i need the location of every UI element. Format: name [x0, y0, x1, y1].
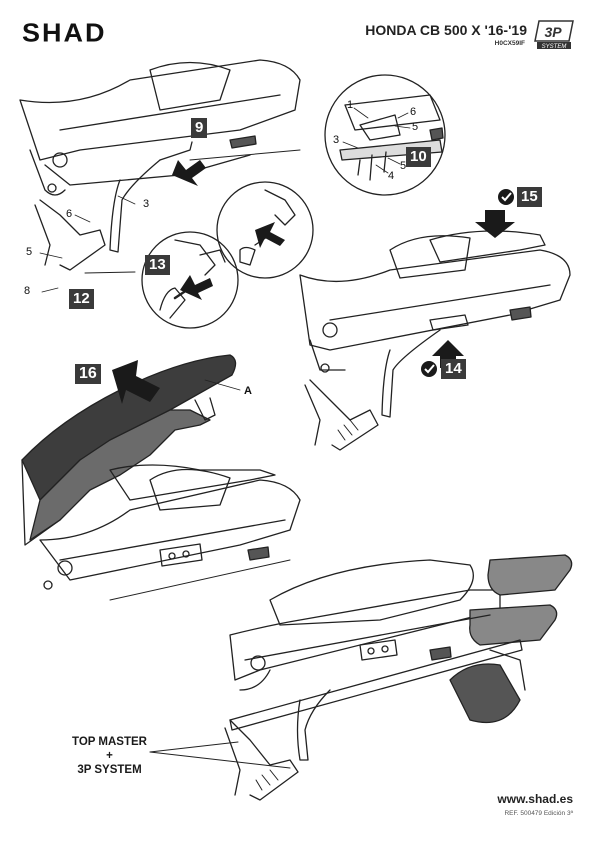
step-10-label: 10: [406, 147, 431, 167]
arrow-down-icon: [112, 360, 160, 404]
callout-line-2: +: [106, 750, 113, 762]
shad-logo: SHAD: [22, 18, 107, 48]
step-9-label: 9: [191, 118, 208, 138]
arrow-up-icon: [172, 160, 206, 186]
direction-arrows: [112, 160, 515, 404]
part-number-3b: 3: [333, 134, 340, 146]
top-master-callout: TOP MASTER + 3P SYSTEM: [62, 735, 157, 777]
step-12-label: 12: [69, 289, 94, 309]
part-number-1: 1: [347, 99, 354, 111]
check-icon: [421, 361, 437, 377]
illustration-step-16: [21, 354, 237, 546]
arrow-up-icon: [180, 275, 213, 300]
model-code: H0CX59IF: [494, 40, 525, 47]
step-14-label: 14: [441, 359, 466, 379]
website-link[interactable]: www.shad.es: [497, 792, 573, 806]
arrow-down-icon: [475, 210, 515, 238]
step-16-label: 16: [75, 364, 101, 384]
part-number-5: 5: [26, 246, 33, 258]
part-number-8: 8: [24, 285, 31, 297]
step-15-label: 15: [517, 187, 542, 207]
illustration-step-9: [19, 59, 301, 274]
callout-leader-2: [149, 751, 291, 769]
3p-system-badge-icon: 3P SYSTEM: [534, 20, 574, 50]
callout-leader-1: [149, 741, 239, 753]
reference-text: REF. 500479 Edición 3ª: [504, 810, 573, 817]
illustration-step-14-15: [299, 230, 571, 451]
part-number-6: 6: [66, 208, 73, 220]
model-title: HONDA CB 500 X '16-'19: [365, 22, 527, 38]
callout-line-3: 3P SYSTEM: [77, 764, 142, 776]
illustration-installed: [39, 464, 301, 601]
step-13-label: 13: [145, 255, 170, 275]
part-number-5b: 5: [412, 121, 419, 133]
part-number-6b: 6: [410, 106, 417, 118]
callout-line-1: TOP MASTER: [72, 736, 147, 748]
illustration-top-master-3p: [224, 554, 573, 801]
arrow-down-icon: [255, 222, 285, 248]
part-label-a: A: [244, 385, 252, 397]
badge-bottom-text: SYSTEM: [542, 44, 567, 50]
badge-top-text: 3P: [544, 24, 562, 40]
detail-circle-step-10: [324, 74, 446, 196]
part-number-4: 4: [388, 170, 395, 182]
check-icon: [498, 189, 514, 205]
part-number-3: 3: [143, 198, 150, 210]
part-number-5c: 5: [400, 160, 407, 172]
